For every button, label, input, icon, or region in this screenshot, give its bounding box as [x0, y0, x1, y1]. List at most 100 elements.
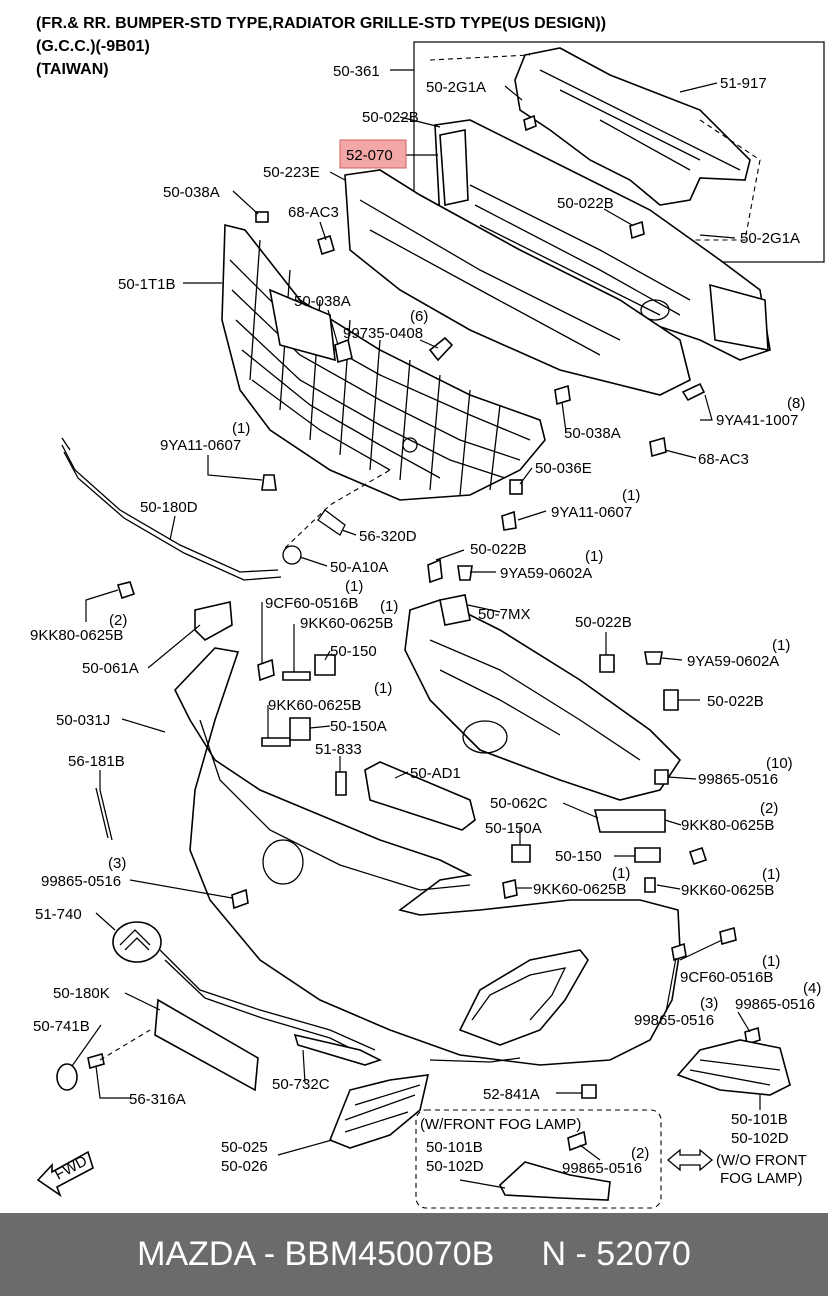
label-qty-1-h: (1): [612, 865, 630, 882]
clip-50-022b-c: [427, 558, 443, 584]
label-qty-10: (10): [766, 755, 793, 772]
emblem-wings: [119, 929, 151, 951]
label-qty-6: (6): [410, 308, 428, 325]
duct-50-ad1: [364, 761, 476, 831]
screw-99865-0516-a: [654, 769, 669, 785]
clip-50-036e: [509, 479, 523, 495]
label-50-022b-c: 50-022B: [470, 541, 527, 558]
label-99865-0516-c: 99865-0516: [735, 996, 815, 1013]
carrier-hole: [462, 720, 508, 754]
label-50-061a: 50-061A: [82, 660, 139, 677]
label-9kk60-0625b-c: 9KK60-0625B: [533, 881, 626, 898]
lower-strip-50-180k-edge: [164, 959, 371, 1059]
fog-lamp-title: (W/FRONT FOG LAMP): [420, 1116, 581, 1133]
label-99865-0516-b: 99865-0516: [41, 873, 121, 890]
fwd-arrow-icon: [36, 1150, 94, 1198]
label-50-022b-e: 50-022B: [707, 693, 764, 710]
bolt-9ya41-1007: [681, 382, 706, 402]
parts-diagram: (FR.& RR. BUMPER-STD TYPE,RADIATOR GRILL…: [30, 15, 825, 1209]
label-qty-8: (8): [787, 395, 805, 412]
label-qty-1-a: (1): [232, 420, 250, 437]
label-qty-1-c: (1): [585, 548, 603, 565]
bracket-50-150-b: [634, 847, 661, 863]
label-qty-2-a: (2): [109, 612, 127, 629]
label-99865-0516-d: 99865-0516: [634, 1012, 714, 1029]
clip-52-841a: [581, 1084, 597, 1099]
label-50-150-a: 50-150: [330, 643, 377, 660]
label-9kk60-0625b-d: 9KK60-0625B: [681, 882, 774, 899]
label-52-841a: 52-841A: [483, 1086, 540, 1103]
carrier-50-7mx: [404, 599, 682, 801]
label-qty-2-c: (2): [631, 1145, 649, 1162]
label-qty-1-i: (1): [762, 866, 780, 883]
clip-50-038a-b: [334, 338, 353, 364]
nut-9ya59-0602a-b: [644, 651, 663, 665]
screw-99865-0516-b: [231, 888, 249, 910]
label-50-038a-c: 50-038A: [564, 425, 621, 442]
label-50-180k: 50-180K: [53, 985, 110, 1002]
label-9cf60-0516b-a: 9CF60-0516B: [265, 595, 358, 612]
label-50-022b-d: 50-022B: [575, 614, 632, 631]
label-50-361: 50-361: [333, 63, 380, 80]
nut-9ya59-0602a-a: [457, 565, 473, 581]
header-line-3: (TAIWAN): [36, 61, 109, 78]
screw-9kk60-0625b-c: [502, 879, 518, 899]
reinforcement-bracket-left: [439, 129, 469, 206]
leader-lines: [71, 69, 761, 1189]
label-56-320d: 56-320D: [359, 528, 417, 545]
fog-lamp-opening: [458, 949, 589, 1046]
reinforcement-bracket-right: [709, 283, 769, 351]
label-qty-1-b: (1): [622, 487, 640, 504]
label-qty-4: (4): [803, 980, 821, 997]
screw-99865-0516-d: [671, 942, 687, 962]
reinforcement-hole: [640, 299, 670, 321]
label-50-038a-a: 50-038A: [163, 184, 220, 201]
bumper-lower-slot: [429, 1057, 521, 1063]
cover-50-101b-a-lines: [689, 1059, 781, 1086]
label-qty-1-d: (1): [345, 578, 363, 595]
label-wo-fog-2: FOG LAMP): [720, 1170, 803, 1187]
label-50-732c: 50-732C: [272, 1076, 330, 1093]
shield-dash: [429, 54, 761, 241]
label-50-2g1a-bot: 50-2G1A: [740, 230, 800, 247]
label-51-917: 51-917: [720, 75, 767, 92]
double-arrow-icon: [666, 1148, 714, 1172]
screw-99735-0408: [428, 336, 454, 362]
label-9ya41-1007: 9YA41-1007: [716, 412, 798, 429]
label-50-025: 50-025: [221, 1139, 268, 1156]
part-labels: 50-361 50-2G1A 51-917 50-022B 50-223E 50…: [30, 63, 821, 1187]
clip-50-022b-b: [629, 220, 645, 240]
label-50-1t1b: 50-1T1B: [118, 276, 176, 293]
bracket-50-150a-b: [511, 844, 531, 863]
label-50-102d-b: 50-102D: [426, 1158, 484, 1175]
label-9ya11-0607-a: 9YA11-0607: [160, 437, 241, 454]
label-50-031j: 50-031J: [56, 712, 110, 729]
bolt-68-ac3-a: [317, 234, 335, 256]
label-50-038a-b: 50-038A: [294, 293, 351, 310]
clip-51-833: [335, 771, 347, 796]
label-56-316a: 56-316A: [129, 1091, 186, 1108]
clip-50-022b-d: [599, 654, 615, 673]
screw-9kk80-0625b-a: [116, 581, 136, 600]
screw-9kk60-0625b-d: [644, 877, 656, 893]
bracket-50-150a-a: [289, 717, 311, 741]
label-50-7mx: 50-7MX: [478, 606, 531, 623]
screw-9kk60-0625b-a: [282, 671, 311, 681]
plate-dash: [99, 1029, 151, 1061]
cover-50-101b-a: [676, 1039, 791, 1096]
screw-9kk80-0625b-b: [688, 846, 708, 866]
label-9kk80-0625b-b: 9KK80-0625B: [681, 817, 774, 834]
label-50-223e: 50-223E: [263, 164, 320, 181]
grille-bracket: [268, 288, 336, 362]
plate-bracket-56-316a: [154, 998, 259, 1092]
highlight-label: 52-070: [346, 147, 393, 164]
screw-9ya11-0607-b: [501, 510, 517, 531]
label-50-062c: 50-062C: [490, 795, 548, 812]
fog-lamp-group-box: [415, 1109, 662, 1209]
label-50-150-b: 50-150: [555, 848, 602, 865]
clip-50-022b-e: [663, 689, 679, 711]
strip-56-181b-edge: [95, 787, 109, 839]
absorber-ribs: [359, 199, 621, 356]
screw-9cf60-0516b-a: [257, 658, 275, 682]
label-50-022b-a: 50-022B: [362, 109, 419, 126]
